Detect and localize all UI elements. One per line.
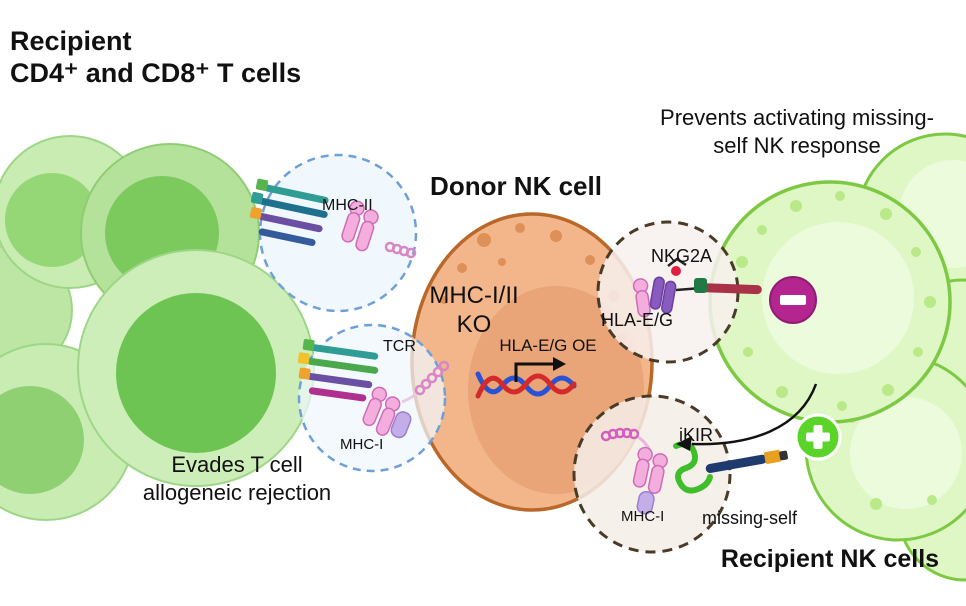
inhibition-badge xyxy=(769,276,817,324)
recipient-t-cell-cluster xyxy=(0,135,315,521)
nkg2a-receptor xyxy=(649,276,677,314)
ikir-stem xyxy=(705,449,789,473)
mhc1-left-label: MHC-I xyxy=(340,436,384,453)
mhc1-molecule xyxy=(632,446,668,515)
evades-caption-line1: Evades T cell xyxy=(171,452,303,477)
promoter-arrow-icon xyxy=(514,362,553,382)
peptide-coil xyxy=(414,360,450,396)
mhc1-coil xyxy=(600,427,640,442)
donor-nk-cell-title: Donor NK cell xyxy=(430,171,602,201)
missing-self-arrow xyxy=(676,383,818,451)
ikir-missing-self xyxy=(600,427,789,515)
mhc2-molecule xyxy=(341,200,379,252)
tcr-mhc1-synapse xyxy=(297,338,450,439)
recipient-nk-cells-title: Recipient NK cells xyxy=(720,545,940,573)
hla-oe-label: HLA-E/G OE xyxy=(499,336,597,355)
evades-caption-line2: allogeneic rejection xyxy=(142,480,332,505)
peptide-coil xyxy=(384,241,417,259)
mhc-ko-label-line1: MHC-I/II xyxy=(429,282,519,309)
nkg2a-hlae-interaction xyxy=(632,257,762,318)
hlae-molecule xyxy=(632,278,651,318)
minus-icon xyxy=(780,295,806,305)
recipient-t-cells-title-line1: Recipient xyxy=(10,26,132,56)
ikir-receptor xyxy=(673,441,713,494)
ikir-label: iKIR xyxy=(679,425,714,445)
recipient-t-cells-title-line2: CD4⁺ and CD8⁺ T cells xyxy=(10,58,302,88)
tcr-mhc2-synapse xyxy=(249,178,417,259)
tcr-label: TCR xyxy=(383,338,416,355)
dna-helix-icon xyxy=(475,357,577,399)
hla-eg-label: HLA-E/G xyxy=(601,310,674,330)
mhc1-right-label: MHC-I xyxy=(621,508,665,525)
nk-cell-granules xyxy=(736,191,936,411)
activation-badge xyxy=(794,413,842,461)
prevents-missing-self-caption-line1: Prevents activating missing- xyxy=(660,105,934,130)
nkg2a-stem xyxy=(697,283,762,295)
recipient-nk-cell-cluster xyxy=(708,132,966,582)
nkg2a-label: NKG2A xyxy=(651,246,713,266)
mhc1-molecule xyxy=(362,386,412,439)
missing-self-label: missing-self xyxy=(702,508,798,528)
mhc-ko-label-line2: KO xyxy=(456,311,492,338)
prevents-missing-self-caption-line2: self NK response xyxy=(713,133,881,158)
mhc2-label: MHC-II xyxy=(322,197,373,214)
